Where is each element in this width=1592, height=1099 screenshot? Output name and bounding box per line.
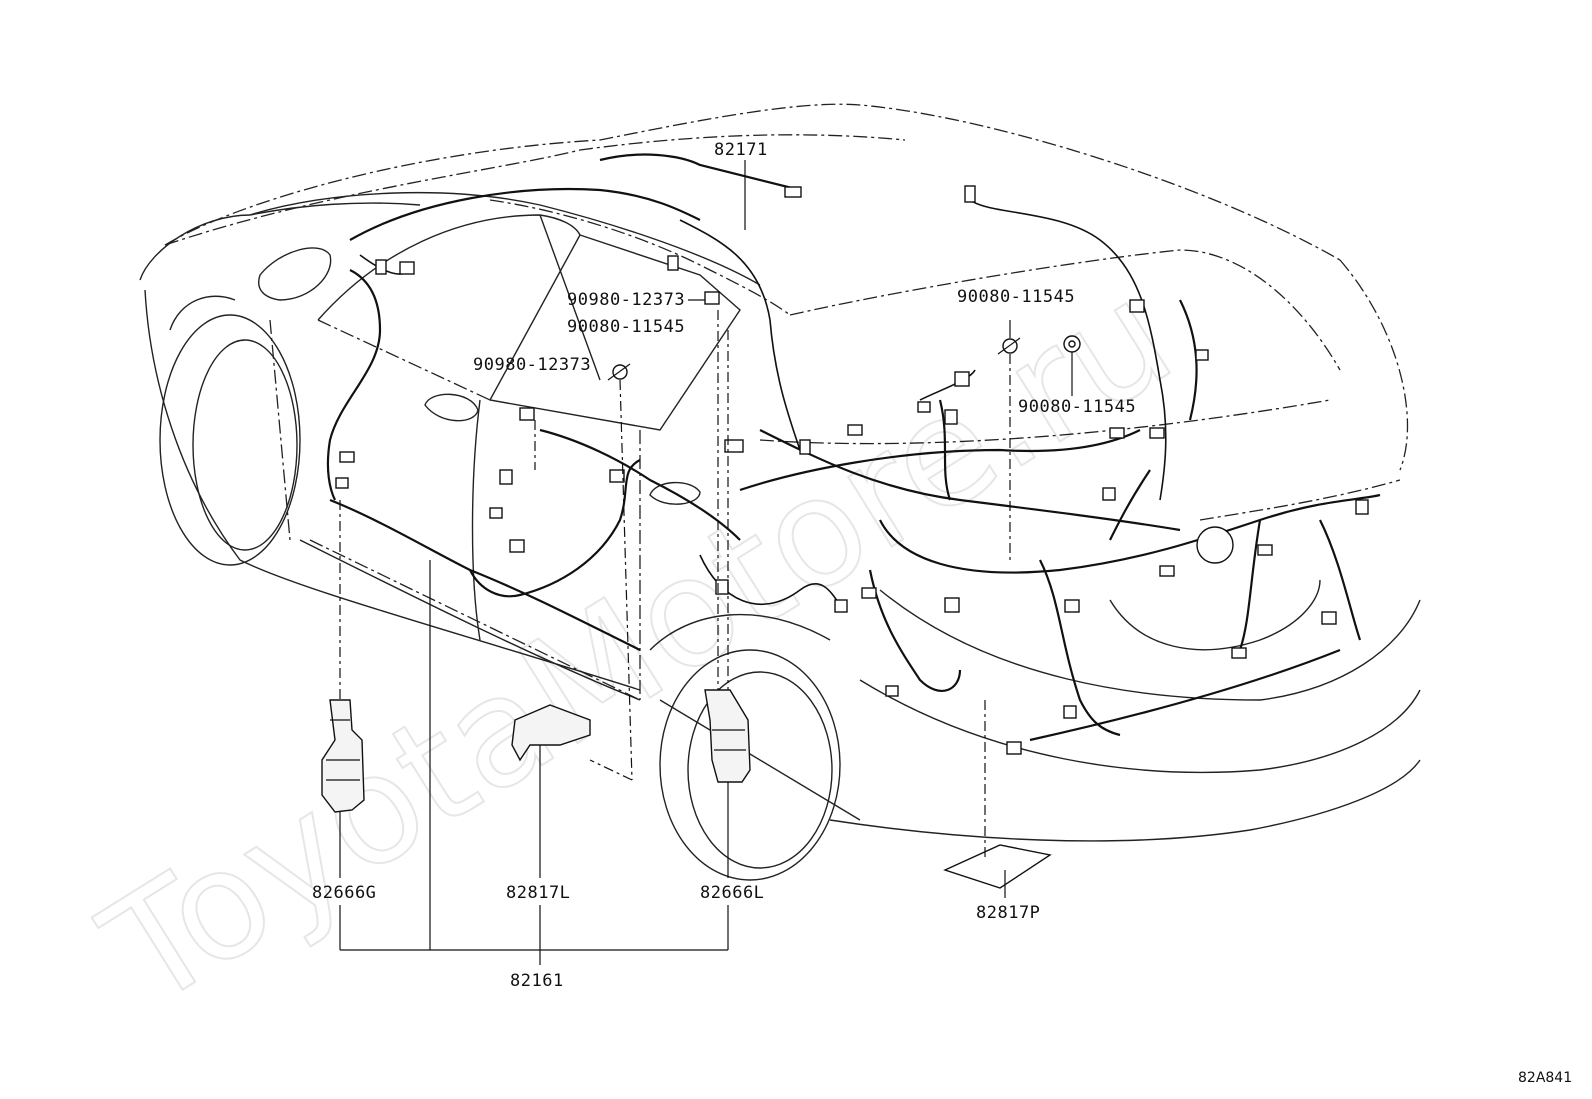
floor-harness-wires xyxy=(326,269,1381,742)
label-clamp-left-lower: 90980-12373 xyxy=(473,355,591,375)
label-protector-l-bracket: 82817L xyxy=(506,883,570,903)
bolt-icons xyxy=(607,335,1081,381)
protector-l-icon xyxy=(704,689,751,783)
bolt-right-upper-icon xyxy=(997,337,1021,355)
protector-l-bracket-icon xyxy=(511,704,591,762)
bolt-left-icon xyxy=(607,363,631,381)
roof-harness-wires xyxy=(349,153,1167,501)
bolt-right-lower-icon xyxy=(1063,335,1081,353)
label-roof-harness: 82171 xyxy=(714,140,768,160)
harness-connectors xyxy=(335,185,1369,755)
label-bolt-right-upper: 90080-11545 xyxy=(957,287,1075,307)
car-body-outline xyxy=(139,103,1421,881)
label-protector-g: 82666G xyxy=(312,883,376,903)
leader-lines xyxy=(339,160,1073,965)
label-bolt-left: 90080-11545 xyxy=(567,317,685,337)
label-plate-p: 82817P xyxy=(976,903,1040,923)
label-floor-harness: 82161 xyxy=(510,971,564,991)
figure-code: 82A841 xyxy=(1518,1070,1572,1086)
label-protector-l: 82666L xyxy=(700,883,764,903)
protector-g-bracket-icon xyxy=(321,699,365,813)
label-bolt-right-lower: 90080-11545 xyxy=(1018,397,1136,417)
label-clamp-left-upper: 90980-12373 xyxy=(567,290,685,310)
plate-p-icon xyxy=(943,844,1052,889)
